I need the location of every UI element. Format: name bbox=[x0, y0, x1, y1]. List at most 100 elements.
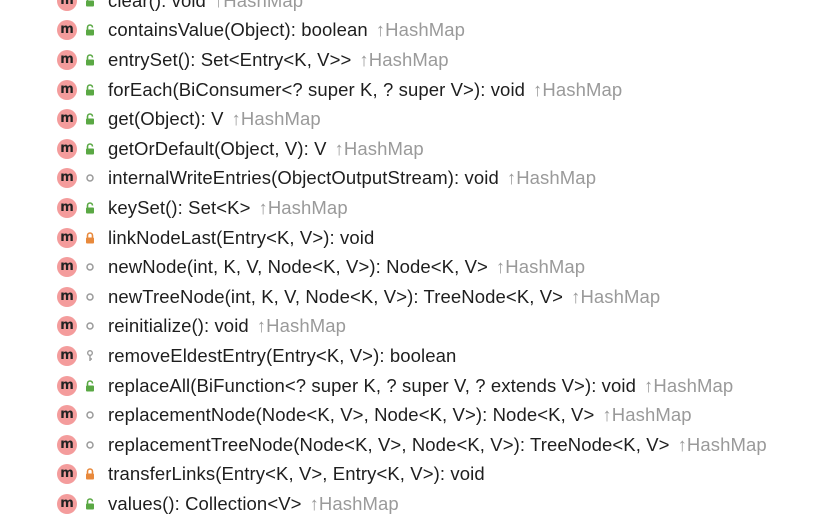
signature-text: newNode(int, K, V, Node<K, V>): Node<K, … bbox=[108, 256, 488, 278]
package-dot-icon bbox=[83, 408, 97, 422]
signature-text: getOrDefault(Object, V): V bbox=[108, 137, 327, 159]
public-lock-icon bbox=[83, 112, 97, 126]
method-icon: m bbox=[57, 316, 77, 337]
method-signature: internalWriteEntries(ObjectOutputStream)… bbox=[108, 167, 596, 189]
method-signature: forEach(BiConsumer<? super K, ? super V>… bbox=[108, 79, 622, 101]
signature-text: removeEldestEntry(Entry<K, V>): boolean bbox=[108, 344, 457, 366]
method-signature: removeEldestEntry(Entry<K, V>): boolean bbox=[108, 345, 456, 367]
method-signature: reinitialize(): void ↑HashMap bbox=[108, 315, 346, 337]
inherited-from-label: ↑HashMap bbox=[644, 374, 734, 396]
method-signature: replaceAll(BiFunction<? super K, ? super… bbox=[108, 375, 733, 397]
public-lock-icon bbox=[83, 53, 97, 67]
method-icon: m bbox=[57, 227, 77, 248]
private-lock-icon bbox=[83, 231, 97, 245]
signature-text: reinitialize(): void bbox=[108, 315, 249, 337]
method-signature: getOrDefault(Object, V): V ↑HashMap bbox=[108, 138, 424, 160]
method-signature: values(): Collection<V> ↑HashMap bbox=[108, 493, 399, 515]
member-row[interactable]: m newNode(int, K, V, Node<K, V>): Node<K… bbox=[0, 252, 825, 282]
method-signature: transferLinks(Entry<K, V>, Entry<K, V>):… bbox=[108, 463, 485, 485]
signature-text: get(Object): V bbox=[108, 108, 224, 130]
public-lock-icon bbox=[83, 23, 97, 37]
member-row[interactable]: m removeEldestEntry(Entry<K, V>): boolea… bbox=[0, 341, 825, 371]
member-row[interactable]: m newTreeNode(int, K, V, Node<K, V>): Tr… bbox=[0, 282, 825, 312]
method-signature: clear(): void ↑HashMap bbox=[108, 0, 303, 12]
member-row[interactable]: m clear(): void ↑HashMap bbox=[0, 0, 825, 16]
method-icon: m bbox=[57, 345, 77, 366]
package-dot-icon bbox=[83, 319, 97, 333]
inherited-from-label: ↑HashMap bbox=[258, 196, 348, 218]
signature-text: clear(): void bbox=[108, 0, 206, 11]
method-signature: get(Object): V ↑HashMap bbox=[108, 108, 321, 130]
inherited-from-label: ↑HashMap bbox=[375, 19, 465, 41]
signature-text: replacementNode(Node<K, V>, Node<K, V>):… bbox=[108, 404, 595, 426]
member-row[interactable]: m containsValue(Object): boolean ↑HashMap bbox=[0, 16, 825, 46]
method-icon: m bbox=[57, 286, 77, 307]
method-signature: newTreeNode(int, K, V, Node<K, V>): Tree… bbox=[108, 286, 660, 308]
method-signature: containsValue(Object): boolean ↑HashMap bbox=[108, 19, 465, 41]
method-icon: m bbox=[57, 0, 77, 11]
member-row[interactable]: m values(): Collection<V> ↑HashMap bbox=[0, 489, 825, 519]
inherited-from-label: ↑HashMap bbox=[571, 285, 661, 307]
inherited-from-label: ↑HashMap bbox=[213, 0, 304, 11]
method-icon: m bbox=[57, 168, 77, 189]
inherited-from-label: ↑HashMap bbox=[359, 48, 449, 70]
method-icon: m bbox=[57, 464, 77, 485]
member-row[interactable]: m internalWriteEntries(ObjectOutputStrea… bbox=[0, 164, 825, 194]
method-icon: m bbox=[57, 197, 77, 218]
member-row[interactable]: m keySet(): Set<K> ↑HashMap bbox=[0, 193, 825, 223]
member-row[interactable]: m linkNodeLast(Entry<K, V>): void bbox=[0, 223, 825, 253]
member-row[interactable]: m transferLinks(Entry<K, V>, Entry<K, V>… bbox=[0, 460, 825, 490]
method-signature: entrySet(): Set<Entry<K, V>> ↑HashMap bbox=[108, 49, 449, 71]
method-icon: m bbox=[57, 79, 77, 100]
method-icon: m bbox=[57, 20, 77, 41]
method-icon: m bbox=[57, 405, 77, 426]
member-row[interactable]: m entrySet(): Set<Entry<K, V>> ↑HashMap bbox=[0, 45, 825, 75]
method-icon: m bbox=[57, 375, 77, 396]
signature-text: containsValue(Object): boolean bbox=[108, 19, 368, 41]
inherited-from-label: ↑HashMap bbox=[677, 433, 767, 455]
method-icon: m bbox=[57, 109, 77, 130]
method-signature: linkNodeLast(Entry<K, V>): void bbox=[108, 227, 374, 249]
inherited-from-label: ↑HashMap bbox=[533, 78, 623, 100]
signature-text: entrySet(): Set<Entry<K, V>> bbox=[108, 48, 352, 70]
method-signature: keySet(): Set<K> ↑HashMap bbox=[108, 197, 348, 219]
signature-text: values(): Collection<V> bbox=[108, 492, 302, 514]
public-lock-icon bbox=[83, 497, 97, 511]
method-signature: newNode(int, K, V, Node<K, V>): Node<K, … bbox=[108, 256, 585, 278]
member-row[interactable]: m get(Object): V ↑HashMap bbox=[0, 104, 825, 134]
package-dot-icon bbox=[83, 171, 97, 185]
inherited-from-label: ↑HashMap bbox=[309, 492, 399, 514]
public-lock-icon bbox=[83, 83, 97, 97]
member-row[interactable]: m forEach(BiConsumer<? super K, ? super … bbox=[0, 75, 825, 105]
signature-text: replacementTreeNode(Node<K, V>, Node<K, … bbox=[108, 433, 670, 455]
inherited-from-label: ↑HashMap bbox=[506, 167, 597, 189]
signature-text: forEach(BiConsumer<? super K, ? super V>… bbox=[108, 78, 526, 100]
private-lock-icon bbox=[83, 467, 97, 481]
public-lock-icon bbox=[83, 0, 97, 8]
member-row[interactable]: m getOrDefault(Object, V): V↑HashMap bbox=[0, 134, 825, 164]
member-row[interactable]: m replacementTreeNode(Node<K, V>, Node<K… bbox=[0, 430, 825, 460]
inherited-from-label: ↑HashMap bbox=[256, 315, 347, 337]
signature-text: internalWriteEntries(ObjectOutputStream)… bbox=[108, 167, 499, 189]
inherited-from-label: ↑HashMap bbox=[495, 256, 586, 278]
public-lock-icon bbox=[83, 142, 97, 156]
public-lock-icon bbox=[83, 379, 97, 393]
package-dot-icon bbox=[83, 260, 97, 274]
inherited-from-label: ↑HashMap bbox=[231, 108, 321, 130]
member-row[interactable]: m replacementNode(Node<K, V>, Node<K, V>… bbox=[0, 400, 825, 430]
signature-text: replaceAll(BiFunction<? super K, ? super… bbox=[108, 374, 637, 396]
method-signature: replacementNode(Node<K, V>, Node<K, V>):… bbox=[108, 404, 692, 426]
signature-text: linkNodeLast(Entry<K, V>): void bbox=[108, 226, 375, 248]
method-signature: replacementTreeNode(Node<K, V>, Node<K, … bbox=[108, 434, 767, 456]
method-icon: m bbox=[57, 434, 77, 455]
member-row[interactable]: m reinitialize(): void ↑HashMap bbox=[0, 312, 825, 342]
method-icon: m bbox=[57, 493, 77, 514]
method-icon: m bbox=[57, 257, 77, 278]
signature-text: keySet(): Set<K> bbox=[108, 196, 251, 218]
method-icon: m bbox=[57, 49, 77, 70]
signature-text: newTreeNode(int, K, V, Node<K, V>): Tree… bbox=[108, 285, 564, 307]
inherited-from-label: ↑HashMap bbox=[334, 137, 424, 159]
member-row[interactable]: m replaceAll(BiFunction<? super K, ? sup… bbox=[0, 371, 825, 401]
package-dot-icon bbox=[83, 438, 97, 452]
